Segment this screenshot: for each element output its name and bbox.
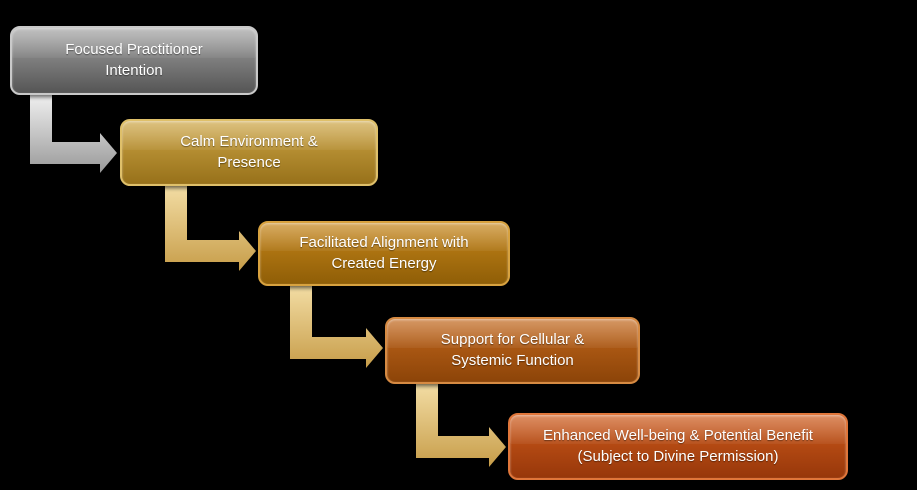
elbow-arrow-icon: [165, 186, 256, 271]
process-step-label: Focused Practitioner Intention: [65, 41, 203, 79]
process-step-calm-environment: Calm Environment & Presence: [120, 119, 378, 186]
elbow-arrow-icon: [30, 95, 117, 173]
process-step-cellular-support: Support for Cellular & Systemic Function: [385, 317, 640, 384]
process-step-facilitated-alignment: Facilitated Alignment with Created Energ…: [258, 221, 510, 286]
process-step-focused-intention: Focused Practitioner Intention: [10, 26, 258, 95]
process-step-enhanced-wellbeing: Enhanced Well-being & Potential Benefit …: [508, 413, 848, 480]
process-step-label: Facilitated Alignment with Created Energ…: [299, 234, 469, 272]
elbow-arrow-icon: [416, 384, 506, 467]
process-step-label: Support for Cellular & Systemic Function: [440, 331, 585, 369]
elbow-arrow-icon: [290, 286, 383, 368]
process-step-label: Calm Environment & Presence: [180, 133, 318, 171]
process-step-label: Enhanced Well-being & Potential Benefit …: [543, 427, 813, 465]
